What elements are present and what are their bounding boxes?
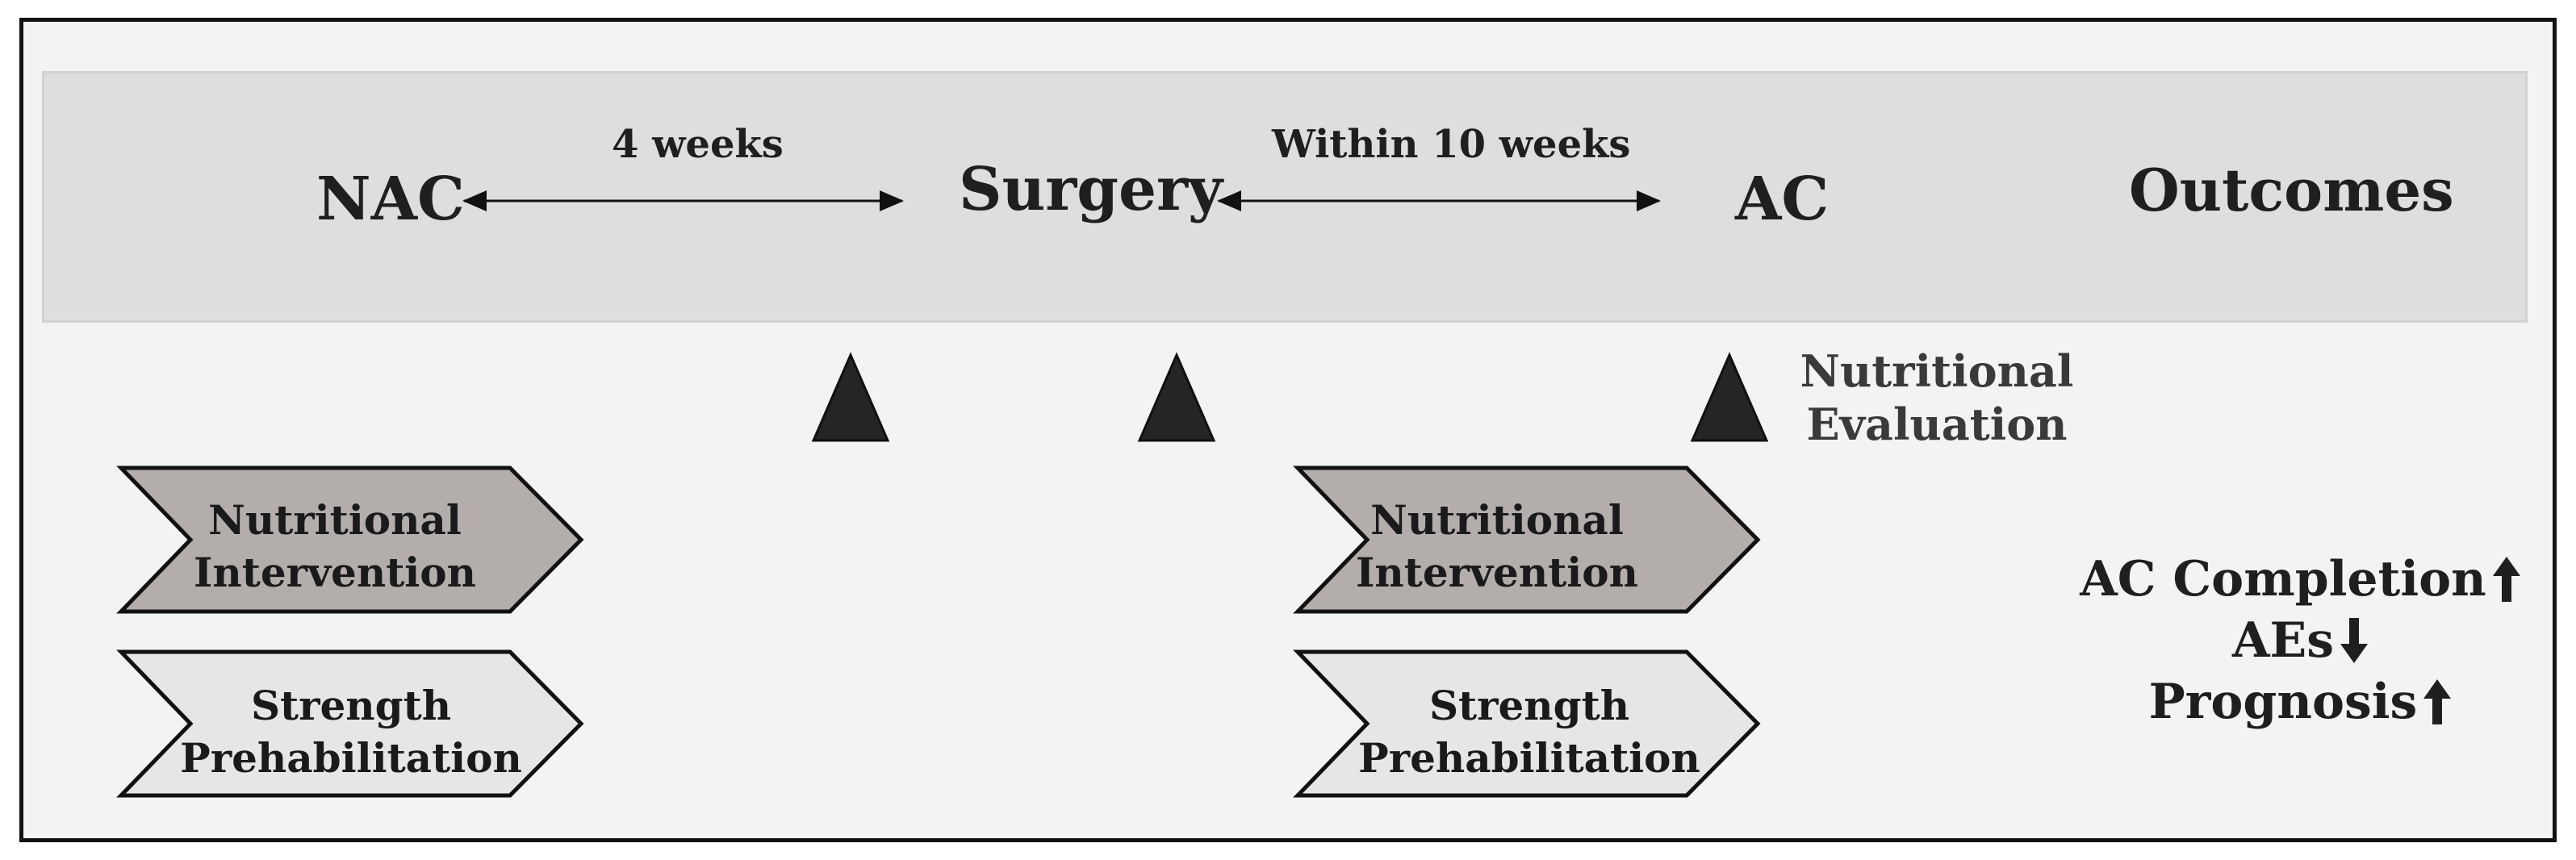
evaluation-marker-ac [1690,352,1769,442]
chevron-text-line-2: Prehabilitation [180,734,522,782]
arrow-up-icon [2492,557,2520,602]
chevron-text-line-1: Strength [250,682,452,729]
phase-label-nac: NAC [316,165,465,234]
strength-prehabilitation-text-1: Strength Prehabilitation [153,679,549,784]
chevron-text-line-1: Strength [1428,682,1630,729]
arrowhead-left-2 [1217,190,1241,211]
phase-label-surgery: Surgery [959,155,1223,224]
outcome-label: AEs [2231,612,2335,669]
chevron-nutritional-intervention-2 [1293,465,1761,614]
outcome-label: Prognosis [2148,674,2418,730]
chevron-strength-prehabilitation-2 [1293,649,1761,798]
arrow-up-icon [2423,679,2452,724]
nutritional-intervention-text-2: Nutritional Intervention [1299,494,1695,599]
strength-prehabilitation-text-2: Strength Prehabilitation [1332,679,1727,784]
arrowhead-right-2 [1637,190,1661,211]
outcomes-list: AC Completion AEs Prognosis [2018,549,2576,733]
chevron-text-line-2: Intervention [1356,549,1638,596]
chevron-text-line-2: Prehabilitation [1358,734,1700,782]
outcome-label: AC Completion [2080,551,2486,607]
chevron-text-line-1: Nutritional [1370,496,1624,544]
chevron-text-line-2: Intervention [194,549,476,596]
outcome-aes: AEs [2018,610,2576,671]
phase-label-ac: AC [1735,165,1830,234]
evaluation-line-2: Evaluation [1806,398,2068,450]
arrowhead-left-1 [462,190,487,211]
arrow-down-icon [2340,618,2369,663]
chevron-nutritional-intervention-1 [116,465,584,614]
nutritional-intervention-text-1: Nutritional Intervention [137,494,533,599]
outcome-ac-completion: AC Completion [2018,549,2576,610]
phase-label-outcomes: Outcomes [2129,156,2454,224]
nutritional-evaluation-label: Nutritional Evaluation [1784,345,2090,452]
evaluation-marker-surgery [1137,352,1216,442]
duration-label-surgery-ac: Within 10 weeks [1272,122,1631,167]
evaluation-line-1: Nutritional [1800,345,2074,397]
timeline-band [42,71,2528,323]
evaluation-marker-nac [811,352,890,442]
chevron-strength-prehabilitation-1 [116,649,584,798]
outcome-prognosis: Prognosis [2018,671,2576,733]
duration-label-nac-surgery: 4 weeks [612,122,784,167]
arrowhead-right-1 [880,190,904,211]
chevron-text-line-1: Nutritional [208,496,462,544]
